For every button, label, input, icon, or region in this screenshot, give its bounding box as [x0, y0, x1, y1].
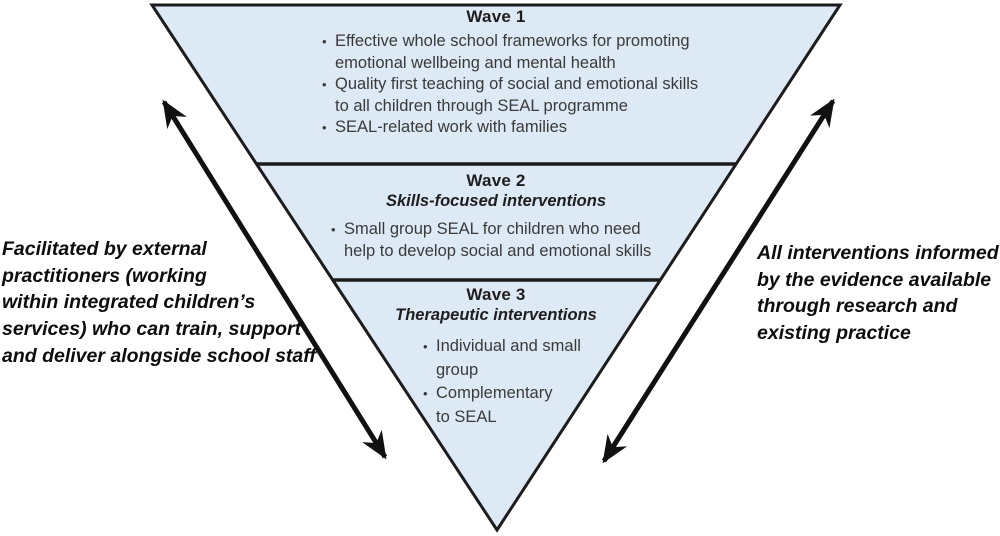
right-double-arrow [601, 98, 836, 464]
bullet-text: Complementary to SEAL [436, 384, 553, 426]
right-side-note: All interventions informed by the eviden… [757, 242, 999, 345]
wave3-bullet-list: Individual and small group Complementary… [422, 335, 622, 429]
list-item: Complementary to SEAL [422, 382, 622, 429]
left-double-arrow [161, 99, 388, 460]
wave3-subtitle: Therapeutic interventions [395, 306, 597, 324]
left-side-note: Facilitated by external practitioners (w… [2, 238, 316, 367]
wave2-bullet-list: Small group SEAL for children who need h… [330, 219, 675, 262]
bullet-text: Effective whole school frameworks for pr… [335, 32, 690, 72]
bullet-text: Quality first teaching of social and emo… [335, 75, 699, 115]
wave2-title: Wave 2 [466, 171, 526, 190]
wave1-bullet-list: Effective whole school frameworks for pr… [321, 31, 736, 139]
wave2-subtitle: Skills-focused interventions [385, 192, 607, 210]
list-item: Small group SEAL for children who need h… [330, 219, 675, 262]
bullet-text: Small group SEAL for children who need h… [344, 220, 652, 260]
list-item: Individual and small group [422, 335, 622, 382]
wave1-title: Wave 1 [466, 7, 526, 26]
wave3-title: Wave 3 [466, 285, 526, 304]
list-item: Effective whole school frameworks for pr… [321, 31, 736, 74]
bullet-text: SEAL-related work with families [335, 118, 567, 136]
list-item: SEAL-related work with families [321, 117, 736, 139]
bullet-text: Individual and small group [436, 337, 581, 379]
list-item: Quality first teaching of social and emo… [321, 74, 736, 117]
